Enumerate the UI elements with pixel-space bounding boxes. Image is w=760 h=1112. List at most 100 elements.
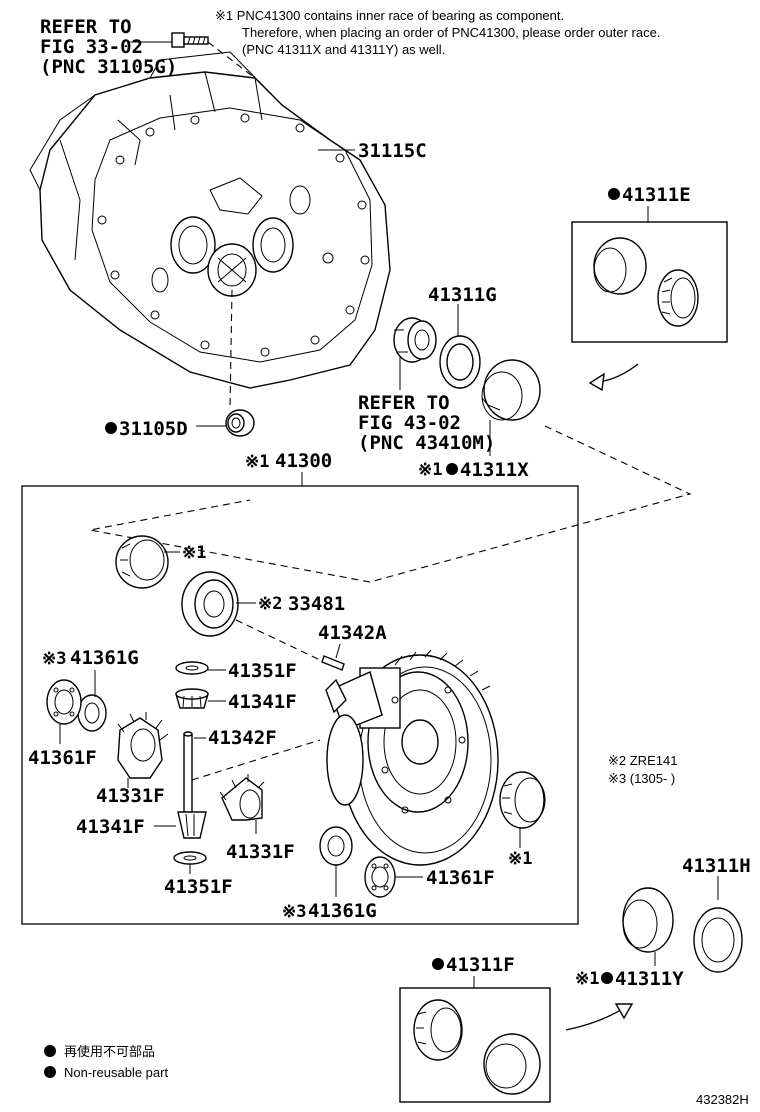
- part-number-41311x: 41311X: [460, 459, 529, 481]
- label-141300[interactable]: ※1 41300: [245, 450, 332, 486]
- note-line-1: ※1 PNC41300 contains inner race of beari…: [215, 8, 564, 23]
- part-number-41361f-left: 41361F: [28, 747, 97, 769]
- label-31115c[interactable]: 31115C: [320, 140, 427, 162]
- non-reusable-marker: [105, 422, 117, 434]
- bearing-set-41311f-drawing: [399, 987, 551, 1103]
- legend: 再使用不可部品 Non-reusable part: [44, 1044, 168, 1080]
- bearing-set-41311e-drawing: [571, 221, 728, 343]
- label-41361f-left[interactable]: 41361F: [28, 724, 97, 769]
- note-line-2: Therefore, when placing an order of PNC4…: [242, 25, 660, 40]
- part-number-41361g-bottom: 41361G: [308, 900, 377, 922]
- washer-41351f-bottom-drawing: [173, 851, 207, 865]
- label-41342f[interactable]: 41342F: [191, 727, 321, 781]
- bearing-inner-race-left-drawing: [115, 535, 169, 589]
- shaft-41342f-drawing: [183, 731, 193, 825]
- bolt-31105g-drawing: [171, 32, 256, 79]
- pinion-41341f-bottom-drawing: [177, 811, 207, 839]
- part-number-33481: 33481: [288, 593, 345, 615]
- part-number-41361g-top: 41361G: [70, 647, 139, 669]
- outer-race-41311y-drawing: [622, 887, 674, 953]
- order-notes: ※1 PNC41300 contains inner race of beari…: [215, 8, 660, 57]
- mark-41361g-bottom: ※3: [282, 902, 306, 922]
- bearing-inner-race-right-drawing: [499, 771, 546, 829]
- part-number-41351f-bottom: 41351F: [164, 876, 233, 898]
- refer-fig-43-02[interactable]: REFER TO FIG 43-02 (PNC 43410M): [358, 356, 495, 454]
- label-41351f-top[interactable]: 41351F: [208, 660, 297, 682]
- side-gear-41331f-center-drawing: [219, 774, 265, 821]
- part-number-41361f-right: 41361F: [426, 867, 495, 889]
- pin-41342a-drawing: [321, 655, 345, 671]
- gear-33481-drawing: [181, 571, 321, 661]
- label-41361g-bottom[interactable]: ※3 41361G: [282, 865, 377, 922]
- label-41341f-bottom[interactable]: 41341F: [76, 816, 176, 838]
- non-reusable-marker: [446, 463, 458, 475]
- legend-text-en: Non-reusable part: [64, 1065, 168, 1080]
- label-41342a[interactable]: 41342A: [318, 622, 387, 659]
- label-41331f-center[interactable]: 41331F: [226, 820, 295, 863]
- shim-41311h-drawing: [693, 907, 743, 973]
- part-number-41311f: 41311F: [446, 954, 515, 976]
- refer-fig43-line2: FIG 43-02: [358, 412, 461, 434]
- part-number-41351f-top: 41351F: [228, 660, 297, 682]
- part-number-41331f-center: 41331F: [226, 841, 295, 863]
- label-41341f-top[interactable]: 41341F: [208, 691, 297, 713]
- legend-marker-jp: [44, 1045, 56, 1057]
- oil-seal-31105d-drawing: [225, 289, 255, 437]
- pinion-41341f-top-drawing: [175, 688, 209, 709]
- applicability-notes: ※2 ZRE141 ※3 (1305- ): [608, 753, 677, 786]
- note-applicability-2: ※2 ZRE141: [608, 753, 677, 768]
- mark-41311y: ※1: [575, 969, 599, 989]
- label-41331f-left[interactable]: 41331F: [96, 778, 165, 807]
- part-number-31105d: 31105D: [119, 418, 188, 440]
- washer-41361f-right-drawing: [364, 856, 396, 898]
- assembly-guide-dashed: [89, 425, 692, 583]
- refer-fig43-line1: REFER TO: [358, 392, 450, 414]
- mark-41311x: ※1: [418, 460, 442, 480]
- differential-case-ring-gear-drawing: [325, 649, 499, 866]
- part-number-41331f-left: 41331F: [96, 785, 165, 807]
- refer-fig33-line1: REFER TO: [40, 16, 132, 38]
- figure-number: 432382H: [696, 1092, 749, 1107]
- direction-arrow-upper: [588, 363, 639, 392]
- non-reusable-marker: [601, 972, 613, 984]
- part-number-41300: 41300: [275, 450, 332, 472]
- label-41361g-top[interactable]: ※3 41361G: [42, 647, 139, 697]
- part-number-41311e: 41311E: [622, 184, 691, 206]
- washer-41361g-top-drawing: [77, 694, 107, 732]
- part-number-41342a: 41342A: [318, 622, 387, 644]
- label-41351f-bottom[interactable]: 41351F: [164, 864, 233, 898]
- mark-right-bearing: ※1: [508, 849, 532, 869]
- label-31105d[interactable]: 31105D: [105, 418, 226, 440]
- legend-marker-en: [44, 1066, 56, 1078]
- part-number-41341f-top: 41341F: [228, 691, 297, 713]
- label-right-bearing-mark: ※1: [508, 828, 532, 869]
- label-41311e[interactable]: 41311E: [608, 184, 691, 222]
- label-41311x[interactable]: ※1 41311X: [418, 420, 529, 481]
- mark-141300: ※1: [245, 452, 269, 472]
- shim-41311g-drawing: [439, 335, 481, 389]
- refer-fig-33-02[interactable]: REFER TO FIG 33-02 (PNC 31105G): [40, 16, 177, 78]
- label-left-bearing-mark: ※1: [164, 543, 206, 563]
- part-number-31115c: 31115C: [358, 140, 427, 162]
- seal-43410m-drawing: [393, 317, 437, 363]
- non-reusable-marker: [432, 958, 444, 970]
- mark-33481: ※2: [258, 594, 282, 614]
- part-number-41311g: 41311G: [428, 284, 497, 306]
- note-applicability-3: ※3 (1305- ): [608, 771, 675, 786]
- label-41311y[interactable]: ※1 41311Y: [575, 952, 684, 990]
- legend-text-jp: 再使用不可部品: [64, 1044, 155, 1059]
- label-41311f[interactable]: 41311F: [432, 954, 515, 988]
- label-41311g[interactable]: 41311G: [428, 284, 497, 336]
- washer-41361f-left-drawing: [46, 679, 82, 725]
- label-41311h[interactable]: 41311H: [682, 855, 751, 900]
- washer-41351f-top-drawing: [175, 661, 209, 675]
- washer-41361g-bottom-drawing: [319, 826, 353, 866]
- part-number-41341f-bottom: 41341F: [76, 816, 145, 838]
- refer-fig43-line3: (PNC 43410M): [358, 432, 495, 454]
- label-33481[interactable]: ※2 33481: [236, 593, 345, 615]
- direction-arrow-lower: [565, 1003, 634, 1031]
- mark-left-bearing: ※1: [182, 543, 206, 563]
- mark-41361g-top: ※3: [42, 649, 66, 669]
- label-41361f-right[interactable]: 41361F: [395, 867, 495, 889]
